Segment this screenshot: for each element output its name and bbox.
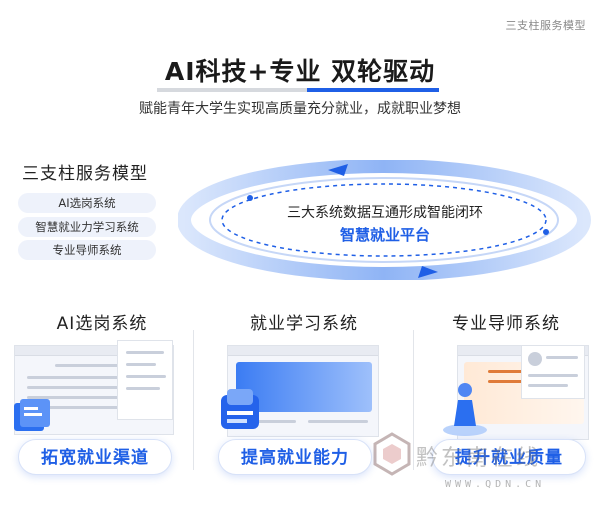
column-divider-1 [193, 330, 194, 470]
dot-right [543, 229, 549, 235]
arrow-top-icon [328, 164, 348, 176]
cta-improve-ability[interactable]: 提高就业能力 [218, 439, 372, 475]
watermark-url: WWW.QDN.CN [445, 479, 546, 490]
model-item-ai-job: AI选岗系统 [18, 193, 156, 213]
mentor-figure-icon [443, 383, 487, 436]
column-divider-2 [413, 330, 414, 470]
model-item-learning: 智慧就业力学习系统 [18, 217, 156, 237]
mentor-profile-card [521, 345, 585, 399]
books-icon [14, 399, 50, 431]
watermark-logo-icon [373, 432, 411, 476]
cta-raise-quality[interactable]: 提升就业质量 [432, 439, 586, 475]
column-title-ai-job: AI选岗系统 [56, 314, 148, 334]
column-title-learning: 就业学习系统 [250, 314, 358, 334]
avatar [528, 352, 542, 366]
orbit-text-platform: 智慧就业平台 [339, 226, 430, 244]
dashed-ring [221, 183, 547, 257]
page-subtitle: 赋能青年大学生实现高质量充分就业，成就职业梦想 [139, 101, 461, 117]
dot-left [247, 195, 253, 201]
orbit-text-line1: 三大系统数据互通形成智能闭环 [287, 205, 483, 221]
model-item-mentor: 专业导师系统 [18, 240, 156, 260]
inner-ring [209, 177, 559, 263]
outer-ring [178, 160, 591, 280]
column-title-mentor: 专业导师系统 [452, 314, 560, 334]
watermark-text: 黔东南在线 [416, 446, 542, 471]
headline-underline-blue [307, 88, 439, 92]
ai-job-phone-screenshot [117, 340, 173, 420]
arrow-bottom-icon [418, 266, 438, 278]
cta-expand-channels[interactable]: 拓宽就业渠道 [18, 439, 172, 475]
headline-underline-grey [157, 88, 307, 92]
page-headline: AI科技+专业 双轮驱动 [164, 57, 436, 86]
model-title: 三支柱服务模型 [22, 164, 148, 184]
server-cube-icon [221, 389, 259, 429]
orbit-diagram [178, 160, 591, 280]
corner-tag: 三支柱服务模型 [505, 19, 586, 32]
